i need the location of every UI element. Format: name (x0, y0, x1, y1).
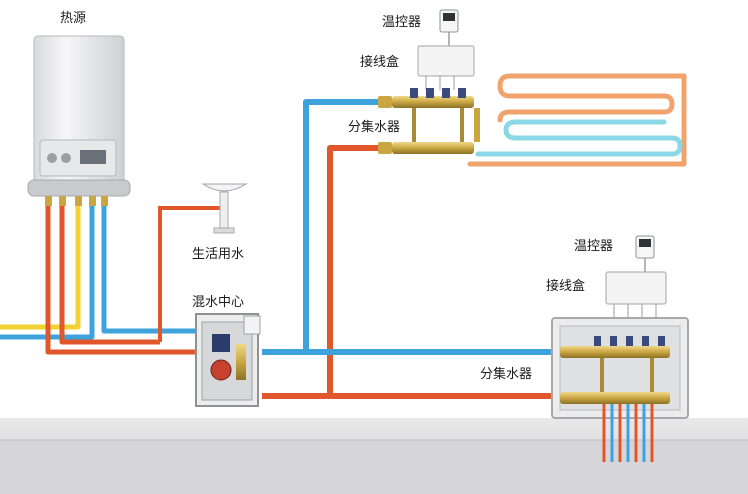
floor-heating-loops (467, 73, 687, 167)
manifold-bottom-label: 分集水器 (480, 366, 532, 382)
thermostat-lower (635, 235, 655, 259)
junction-box-top-label: 接线盒 (360, 54, 399, 70)
junction-box-bottom-label: 接线盒 (546, 278, 585, 294)
lower-loop-pipes (602, 404, 654, 462)
junction-box-upper (417, 45, 475, 90)
heat-source-label: 热源 (60, 11, 86, 26)
floor (0, 418, 748, 494)
manifold-lower-cabinet (551, 317, 689, 419)
manifold-top-label: 分集水器 (348, 119, 400, 135)
manifold-upper (378, 88, 480, 154)
upper-return-pipe (262, 145, 392, 399)
mixing-center-label: 混水中心 (192, 295, 244, 310)
boiler (27, 35, 131, 206)
boiler-pipes (0, 205, 195, 355)
mixing-center-cabinet (195, 313, 261, 407)
domestic-water-label: 生活用水 (192, 247, 244, 262)
wash-basin (201, 183, 248, 234)
domestic-water-pipe (158, 206, 222, 342)
upper-supply-pipe (262, 99, 392, 355)
thermostat-upper (439, 9, 459, 33)
thermostat-top-label: 温控器 (382, 15, 421, 30)
thermostat-bottom-label: 温控器 (574, 239, 613, 254)
